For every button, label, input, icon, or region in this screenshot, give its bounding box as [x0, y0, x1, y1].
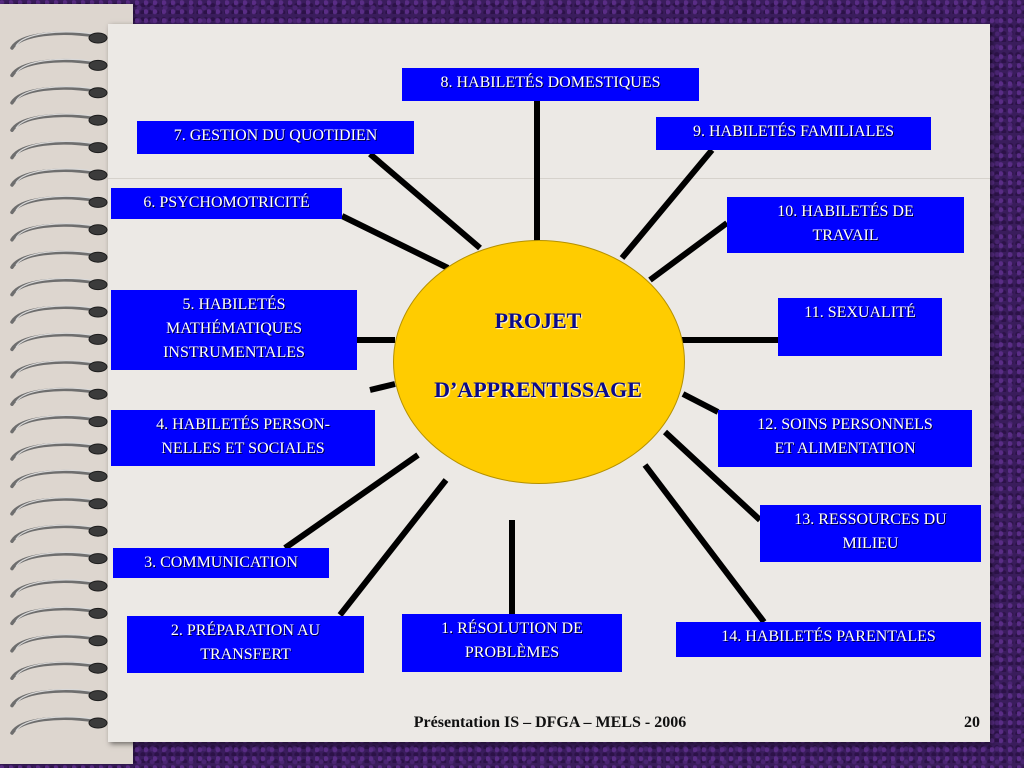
binding-ring — [10, 86, 108, 105]
binding-ring — [10, 360, 108, 379]
binding-ring — [10, 250, 108, 269]
node-12: 12. SOINS PERSONNELS ET ALIMENTATION — [718, 410, 972, 467]
binding-ring — [10, 387, 108, 406]
node-11: 11. SEXUALITÉ — [778, 298, 942, 356]
node-9: 9. HABILETÉS FAMILIALES — [656, 117, 931, 150]
binding-ring — [10, 140, 108, 160]
node-13: 13. RESSOURCES DU MILIEU — [760, 505, 981, 562]
binding-ring — [10, 579, 108, 598]
spoke-6 — [340, 213, 450, 271]
binding-ring — [10, 305, 108, 324]
node-2: 2. PRÉPARATION AU TRANSFERT — [127, 616, 364, 673]
node-6: 6. PSYCHOMOTRICITÉ — [111, 188, 342, 219]
page-number: 20 — [964, 714, 980, 731]
node-8: 8. HABILETÉS DOMESTIQUES — [402, 68, 699, 101]
binding-ring — [10, 606, 108, 626]
spoke-10 — [648, 220, 729, 283]
binding-ring — [10, 716, 108, 735]
binding-ring — [10, 277, 108, 297]
binding-ring — [10, 332, 108, 352]
binding-ring — [10, 497, 108, 516]
node-3: 3. COMMUNICATION — [113, 548, 329, 578]
binding-ring — [10, 31, 108, 50]
central-hub-circle — [393, 240, 685, 484]
node-5: 5. HABILETÉS MATHÉMATIQUES INSTRUMENTALE… — [111, 290, 357, 370]
hub-title: PROJET — [494, 308, 582, 333]
spiral-binding-rings — [10, 31, 108, 735]
binding-ring — [10, 58, 108, 78]
node-14: 14. HABILETÉS PARENTALES — [676, 622, 981, 657]
node-10: 10. HABILETÉS DE TRAVAIL — [727, 197, 964, 253]
spoke-7 — [368, 151, 482, 251]
spoke-4 — [369, 381, 396, 393]
node-7: 7. GESTION DU QUOTIDIEN — [137, 121, 414, 154]
binding-ring — [10, 469, 108, 489]
spoke-3 — [283, 452, 420, 551]
paper-rule-line — [108, 178, 990, 179]
binding-ring — [10, 113, 108, 132]
binding-ring — [10, 442, 108, 461]
spoke-9 — [619, 148, 715, 260]
node-4: 4. HABILETÉS PERSON- NELLES ET SOCIALES — [111, 410, 375, 466]
hub-subtitle: D’APPRENTISSAGE — [434, 377, 642, 402]
footer-text: Présentation IS – DFGA – MELS - 2006 — [413, 714, 687, 731]
binding-ring — [10, 661, 108, 680]
binding-ring — [10, 195, 108, 215]
binding-ring — [10, 223, 108, 242]
spoke-2 — [337, 478, 449, 617]
spoke-13 — [662, 429, 763, 523]
spoke-14 — [642, 463, 767, 624]
node-1: 1. RÉSOLUTION DE PROBLÈMES — [402, 614, 622, 672]
spoke-12 — [681, 391, 720, 415]
binding-ring — [10, 524, 108, 543]
binding-ring — [10, 551, 108, 571]
binding-ring — [10, 634, 108, 653]
binding-ring — [10, 688, 108, 708]
binding-ring — [10, 414, 108, 434]
binding-ring — [10, 168, 108, 187]
